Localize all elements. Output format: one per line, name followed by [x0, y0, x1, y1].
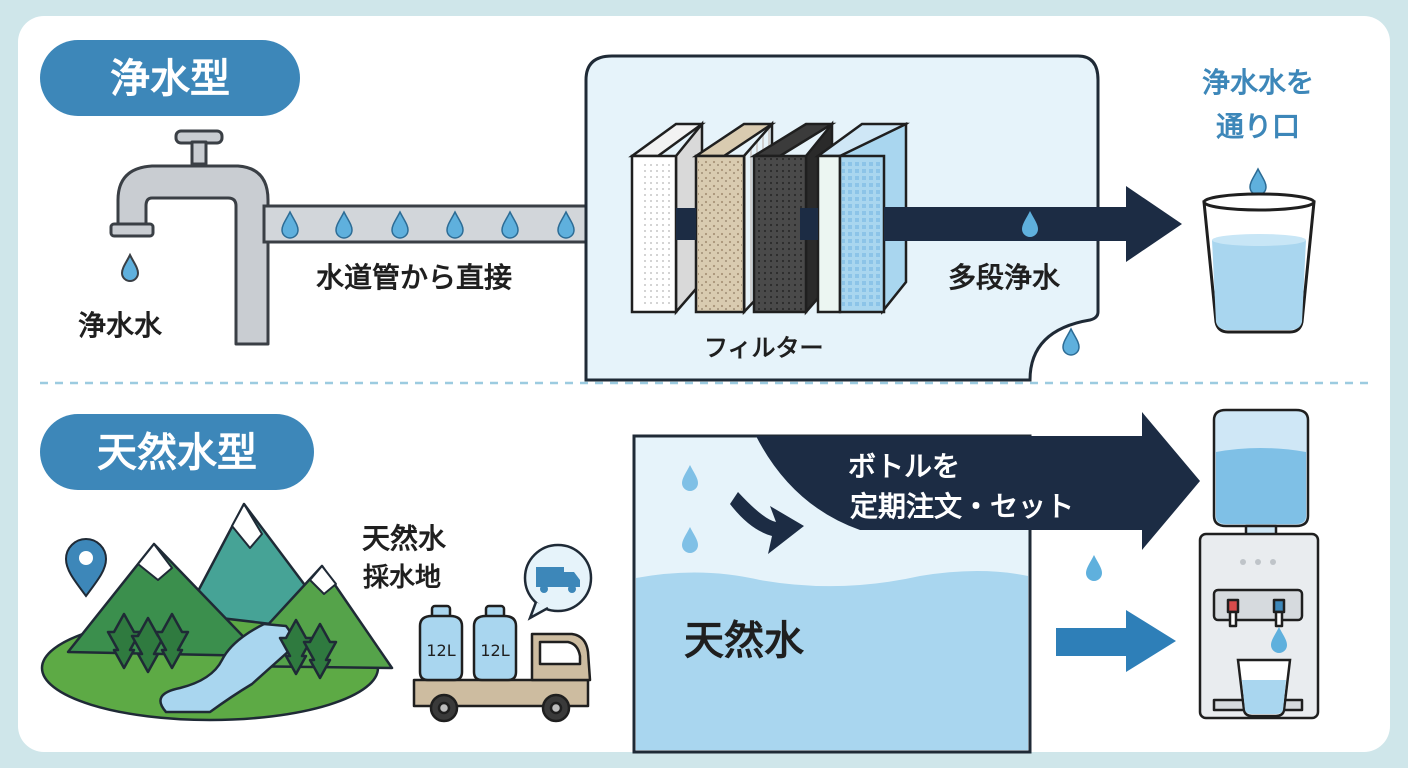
water-bottle-icon: 12L: [418, 604, 464, 682]
mountain-scene: [40, 502, 394, 722]
section-badge-natural: 天然水型: [40, 414, 314, 490]
output-label-line1: 浄水水を: [1202, 66, 1314, 99]
source-label-line2: 採水地: [363, 563, 441, 593]
filter-connectors: [676, 208, 818, 240]
bottle-capacity-label: 12L: [480, 641, 509, 660]
delivery-label-line2: 定期注文・セット: [850, 490, 1074, 523]
delivery-label-line1: ボトルを: [848, 450, 960, 483]
water-bottle-icon: 12L: [472, 604, 518, 682]
water-drop-icon: [1062, 328, 1080, 356]
section-title-natural: 天然水型: [97, 430, 257, 476]
output-label-line2: 通り口: [1216, 110, 1300, 143]
truck-icon: [412, 632, 592, 723]
filter-icon: [628, 120, 910, 316]
filter-label: フィルター: [704, 334, 824, 362]
curved-arrow-icon: [730, 492, 804, 554]
section-title-purified: 浄水型: [110, 56, 230, 102]
faucet-icon: [109, 129, 270, 346]
source-label-line1: 天然水: [362, 522, 447, 555]
glass-icon: [1202, 192, 1316, 334]
water-dispenser-icon: [1198, 408, 1320, 720]
arrow-right-icon: [756, 412, 1200, 550]
tap-label: 浄水水: [78, 309, 163, 342]
process-label: 多段浄水: [948, 261, 1061, 294]
water-drop-icon: [1249, 168, 1267, 196]
glass-icon: [1236, 658, 1292, 718]
truck-speech-bubble: [523, 543, 593, 621]
water-drop-icon: [121, 254, 139, 282]
pipe-label: 水道管から直接: [316, 261, 512, 294]
water-drop-icon: [1086, 555, 1102, 581]
location-pin-icon: [64, 538, 108, 598]
bottle-capacity-label: 12L: [426, 641, 455, 660]
section-badge-purified: 浄水型: [40, 40, 300, 116]
tank-label: 天然水: [684, 618, 805, 664]
arrow-right-icon: [1056, 610, 1176, 672]
